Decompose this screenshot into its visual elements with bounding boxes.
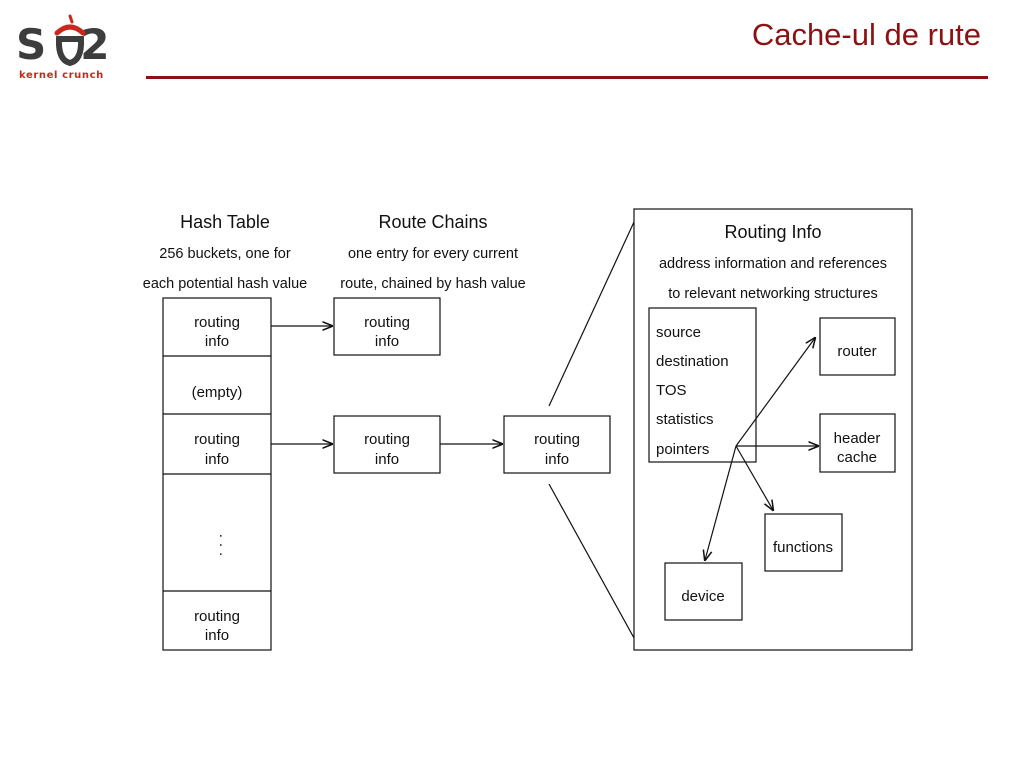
- router-label: router: [837, 343, 876, 360]
- route-entry-3-line1: routing: [534, 431, 580, 448]
- route-entry-1-line1: routing: [364, 314, 410, 331]
- hash-bucket-empty: (empty): [192, 384, 243, 401]
- route-chains-title: Route Chains: [378, 212, 487, 232]
- route-chain-entry-3: routing info: [503, 415, 611, 474]
- functions-box: [764, 513, 843, 572]
- field-statistics: statistics: [656, 411, 714, 428]
- route-chains-subtitle-2: route, chained by hash value: [340, 276, 525, 292]
- device-box: [664, 562, 743, 621]
- device-label: device: [681, 588, 724, 605]
- logo-tagline: kernel crunch: [19, 70, 104, 81]
- route-chains-subtitle-1: one entry for every current: [348, 246, 518, 262]
- pointer-to-router-arrow: [735, 338, 815, 447]
- header-cache-line1: header: [834, 430, 881, 447]
- routing-fields-box: [648, 307, 757, 463]
- field-tos: TOS: [656, 382, 687, 399]
- hash-table: routing info (empty) routing info · · · …: [162, 297, 272, 651]
- functions-label: functions: [773, 539, 833, 556]
- pointer-to-functions-arrow: [735, 445, 773, 510]
- route-entry-2-line2: info: [375, 451, 399, 468]
- zoom-line-top: [548, 221, 635, 407]
- acorn-icon: [54, 14, 86, 67]
- routing-info-subtitle-1: address information and references: [659, 256, 887, 272]
- header-cache-box: [819, 413, 896, 473]
- routing-info-title: Routing Info: [724, 222, 821, 242]
- router-box: [819, 317, 896, 376]
- route-entry-1-line2: info: [375, 333, 399, 350]
- routing-info-panel: Routing Info address information and ref…: [633, 208, 913, 651]
- hash-bucket-ellipsis: · · ·: [213, 533, 230, 556]
- hash-table-subtitle-1: 256 buckets, one for: [159, 246, 291, 262]
- title-divider: [146, 76, 988, 79]
- field-destination: destination: [656, 353, 729, 370]
- route-chain-entry-2: routing info: [333, 415, 441, 474]
- hash-bucket-5-line1: routing: [194, 608, 240, 625]
- route-entry-3-line2: info: [545, 451, 569, 468]
- header-cache-line2: cache: [837, 449, 877, 466]
- field-pointers: pointers: [656, 441, 709, 458]
- hash-bucket-5-line2: info: [205, 627, 229, 644]
- zoom-line-bottom: [548, 483, 635, 639]
- field-source: source: [656, 324, 701, 341]
- hash-bucket-1-line1: routing: [194, 314, 240, 331]
- route-chain-entry-1: routing info: [333, 297, 441, 356]
- slide-title: Cache-ul de rute: [751, 17, 981, 52]
- pointer-to-device-arrow: [705, 445, 737, 560]
- hash-bucket-3-line1: routing: [194, 431, 240, 448]
- routing-info-subtitle-2: to relevant networking structures: [668, 286, 878, 302]
- hash-bucket-3-line2: info: [205, 451, 229, 468]
- hash-bucket-1-line2: info: [205, 333, 229, 350]
- logo-letter-2: 2: [80, 20, 110, 69]
- route-entry-2-line1: routing: [364, 431, 410, 448]
- hash-table-title: Hash Table: [180, 212, 270, 232]
- logo-letter-s: S: [16, 20, 47, 69]
- hash-table-subtitle-2: each potential hash value: [143, 276, 307, 292]
